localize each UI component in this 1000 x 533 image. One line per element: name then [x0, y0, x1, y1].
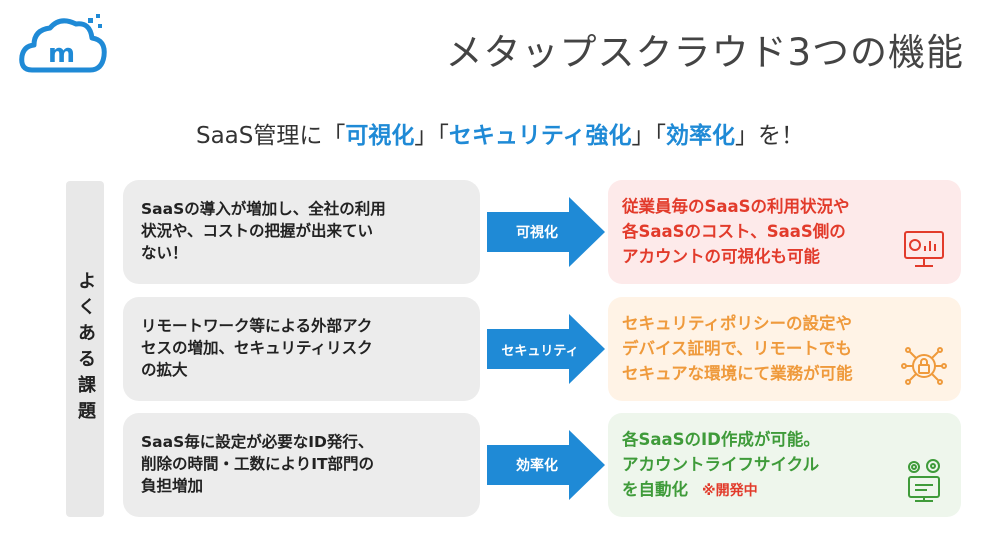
arrow-label: 可視化 — [516, 225, 558, 241]
problem-line: SaaS毎に設定が必要なID発行、 — [141, 433, 374, 451]
solution-line: 従業員毎のSaaSの利用状況や — [622, 197, 850, 216]
arrow-efficiency: 効率化 — [487, 430, 607, 500]
slide-title: メタップスクラウド3つの機能 — [445, 31, 964, 74]
subtitle-highlight-security: セキュリティ強化 — [448, 123, 632, 149]
logo-letter: m — [48, 39, 75, 69]
problem-line: 負担増加 — [141, 477, 204, 495]
problem-line: SaaSの導入が増加し、全社の利用 — [141, 200, 386, 218]
subtitle-sep-2: 」「 — [631, 123, 667, 149]
subtitle-prefix: SaaS管理に「 — [195, 123, 346, 149]
solution-line: 各SaaSのコスト、SaaS側の — [622, 222, 846, 241]
solution-line: を自動化 — [622, 480, 688, 499]
subtitle-highlight-visibility: 可視化 — [345, 123, 415, 149]
subtitle: SaaS管理に「可視化」「セキュリティ強化」「効率化」を！ — [0, 116, 1000, 150]
arrow-label: 効率化 — [516, 458, 558, 474]
solution-line: デバイス証明で、リモートでも — [622, 339, 852, 358]
common-issues-text: よくある課題 — [75, 271, 96, 427]
common-issues-label: よくある課題 — [66, 181, 104, 517]
problem-box-efficiency: SaaS毎に設定が必要なID発行、 削除の時間・工数によりIT部門の 負担増加 — [123, 413, 480, 517]
solution-box-efficiency: 各SaaSのID作成が可能。 アカウントライフサイクル を自動化 ※開発中 — [608, 413, 961, 517]
arrow-label: セキュリティ — [501, 343, 579, 359]
problem-line: の拡大 — [141, 361, 188, 379]
automation-gear-icon — [901, 457, 947, 503]
problem-box-security: リモートワーク等による外部アク セスの増加、セキュリティリスク の拡大 — [123, 297, 480, 401]
problem-line: 状況や、コストの把握が出来てい — [141, 222, 374, 240]
arrow-visibility: 可視化 — [487, 197, 607, 267]
arrow-security: セキュリティ — [487, 314, 607, 384]
problem-box-visibility: SaaSの導入が増加し、全社の利用 状況や、コストの把握が出来てい ない！ — [123, 180, 480, 284]
subtitle-highlight-efficiency: 効率化 — [666, 123, 735, 149]
solution-line: 各SaaSのID作成が可能。 — [622, 430, 820, 449]
solution-box-security: セキュリティポリシーの設定や デバイス証明で、リモートでも セキュアな環境にて業… — [608, 297, 961, 401]
subtitle-suffix: 」を！ — [735, 123, 804, 149]
problem-line: セスの増加、セキュリティリスク — [141, 339, 373, 357]
solution-line: セキュリティポリシーの設定や — [622, 314, 853, 333]
security-lock-network-icon — [901, 343, 947, 389]
metaps-cloud-logo: m — [18, 12, 110, 80]
solution-line: アカウントライフサイクル — [622, 455, 820, 474]
solution-line: アカウントの可視化も可能 — [622, 247, 820, 266]
problem-line: リモートワーク等による外部アク — [141, 317, 373, 335]
solution-line-last: を自動化 ※開発中 — [622, 477, 949, 504]
subtitle-sep-1: 」「 — [414, 123, 449, 149]
solution-box-visibility: 従業員毎のSaaSの利用状況や 各SaaSのコスト、SaaS側の アカウントの可… — [608, 180, 961, 284]
solution-line: セキュアな環境にて業務が可能 — [622, 364, 853, 383]
problem-line: 削除の時間・工数によりIT部門の — [141, 455, 375, 473]
in-development-note: ※開発中 — [702, 483, 758, 499]
problem-line: ない！ — [141, 244, 188, 262]
dashboard-monitor-icon — [901, 226, 947, 272]
